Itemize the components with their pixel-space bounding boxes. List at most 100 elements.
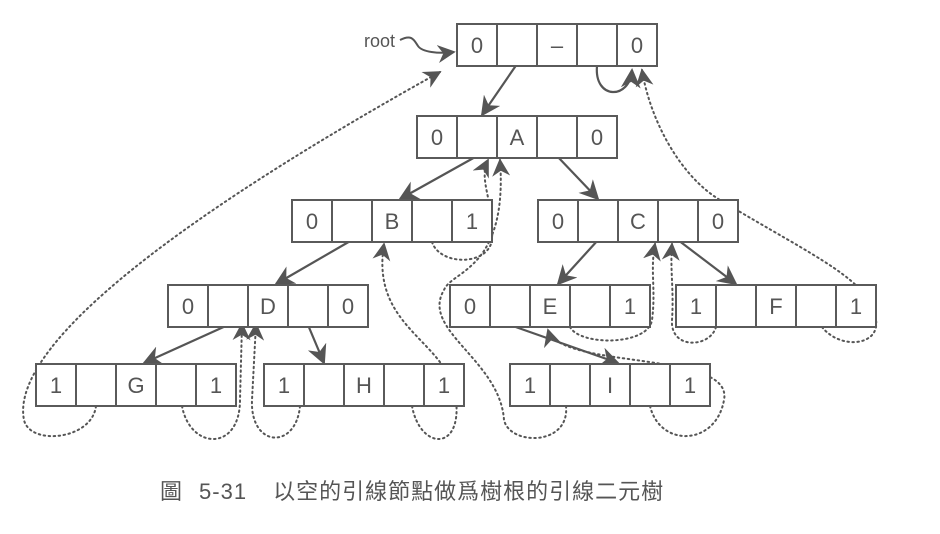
child-link-head-a	[480, 63, 518, 117]
data-field: E	[543, 294, 558, 319]
right-child-pointer-cell	[411, 199, 453, 243]
right-thread-flag: 0	[342, 294, 354, 319]
data-field: F	[769, 294, 782, 319]
child-link-a-c	[556, 155, 600, 201]
right-child-pointer-cell	[536, 115, 578, 159]
right-thread-flag: 1	[466, 209, 478, 234]
child-link-c-e	[556, 239, 599, 286]
child-link-c-f	[677, 239, 738, 286]
right-thread-flag-cell	[835, 284, 877, 328]
left-thread-flag: 0	[182, 294, 194, 319]
data-field: B	[385, 209, 400, 234]
tree-node-e: 0 E 1	[449, 284, 651, 328]
tree-node-i: 1 I 1	[509, 363, 711, 407]
left-thread-flag: 1	[50, 373, 62, 398]
left-thread-flag-cell	[537, 199, 579, 243]
tree-node-d: 0 D 0	[167, 284, 369, 328]
right-thread-flag-cell	[423, 363, 465, 407]
data-field: H	[356, 373, 372, 398]
thread-link-i-left-to-a	[438, 158, 568, 439]
left-thread-flag: 1	[524, 373, 536, 398]
root-label: root	[364, 31, 395, 51]
caption-title: 以空的引線節點做爲樹根的引線二元樹	[273, 480, 665, 505]
child-link-a-b	[398, 155, 478, 200]
right-child-pointer-cell	[155, 363, 197, 407]
thread-link-h-left-to-d	[246, 322, 301, 439]
right-thread-flag: 1	[210, 373, 222, 398]
thread-link-f-right-to-head	[635, 68, 878, 343]
right-thread-flag-cell	[669, 363, 711, 407]
left-thread-flag-cell	[416, 115, 458, 159]
left-thread-flag: 0	[306, 209, 318, 234]
right-thread-flag-cell	[697, 199, 739, 243]
data-field-cell	[617, 199, 659, 243]
left-child-pointer-cell	[456, 115, 498, 159]
left-child-pointer-cell	[489, 284, 531, 328]
left-child-pointer-cell	[549, 363, 591, 407]
thread-link-g-right-to-d	[181, 322, 251, 440]
right-thread-flag: 0	[712, 209, 724, 234]
tree-node-h: 1 H 1	[263, 363, 465, 407]
left-child-pointer-cell	[496, 23, 538, 67]
thread-link-e-right-to-c	[569, 242, 661, 342]
data-field-cell	[529, 284, 571, 328]
data-field: A	[510, 125, 525, 150]
right-child-pointer-cell	[629, 363, 671, 407]
left-child-pointer-cell	[577, 199, 619, 243]
data-field-cell	[755, 284, 797, 328]
right-thread-flag-cell	[616, 23, 658, 67]
left-thread-flag-cell	[35, 363, 77, 407]
data-field-cell	[115, 363, 157, 407]
tree-node-f: 1 F 1	[675, 284, 877, 328]
right-thread-flag: 1	[624, 294, 636, 319]
right-thread-flag: 1	[850, 294, 862, 319]
tree-node-b: 0 B 1	[291, 199, 493, 243]
right-thread-flag: 1	[438, 373, 450, 398]
right-thread-flag-cell	[327, 284, 369, 328]
right-thread-flag: 1	[684, 373, 696, 398]
right-thread-flag-cell	[451, 199, 493, 243]
right-child-pointer-cell	[287, 284, 329, 328]
child-links	[142, 63, 738, 367]
thread-link-h-right-to-b	[372, 242, 458, 440]
left-thread-flag: 0	[464, 294, 476, 319]
data-field-cell	[247, 284, 289, 328]
right-thread-flag-cell	[609, 284, 651, 328]
data-field-cell	[589, 363, 631, 407]
left-thread-flag-cell	[291, 199, 333, 243]
right-child-pointer-cell	[383, 363, 425, 407]
child-link-d-g	[142, 323, 229, 365]
right-thread-flag: 0	[631, 33, 643, 58]
child-link-d-h	[306, 324, 327, 365]
child-link-e-i	[509, 323, 620, 367]
left-child-pointer-cell	[715, 284, 757, 328]
thread-link-f-left-to-c	[661, 242, 717, 344]
left-child-pointer-cell	[75, 363, 117, 407]
left-child-pointer-cell	[303, 363, 345, 407]
data-field: D	[260, 294, 276, 319]
root-pointer-arrow	[399, 36, 456, 63]
right-thread-flag-cell	[576, 115, 618, 159]
head-self-link	[595, 65, 641, 94]
data-field: I	[607, 373, 613, 398]
left-thread-flag: 0	[552, 209, 564, 234]
left-child-pointer-cell	[207, 284, 249, 328]
left-thread-flag: 1	[278, 373, 290, 398]
tree-node-head: 0–0	[456, 23, 658, 67]
right-child-pointer-cell	[795, 284, 837, 328]
left-child-pointer-cell	[331, 199, 373, 243]
right-child-pointer-cell	[576, 23, 618, 67]
left-thread-flag: 1	[690, 294, 702, 319]
caption-figure-number: 5-31	[199, 479, 248, 504]
data-field: C	[630, 209, 646, 234]
right-thread-flag-cell	[195, 363, 237, 407]
left-thread-flag: 0	[431, 125, 443, 150]
data-field: –	[551, 33, 564, 58]
right-child-pointer-cell	[657, 199, 699, 243]
tree-node-c: 0 C 0	[537, 199, 739, 243]
